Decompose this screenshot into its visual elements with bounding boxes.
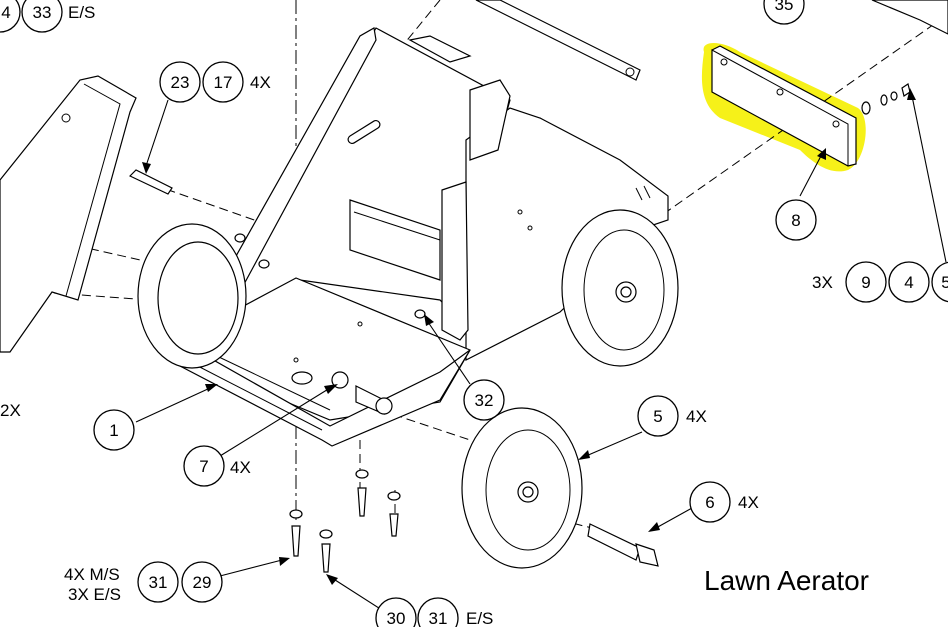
callout-8-number: 8 bbox=[791, 211, 800, 230]
callout-4-right-number: 4 bbox=[904, 273, 913, 292]
bottom-hardware bbox=[289, 469, 401, 573]
callout-23 bbox=[159, 61, 201, 103]
callout-6 bbox=[689, 481, 731, 523]
callout-5-number: 5 bbox=[653, 407, 662, 426]
callout-5 bbox=[637, 395, 679, 437]
label-2x: 2X bbox=[0, 401, 21, 420]
part-8-plate bbox=[711, 45, 857, 167]
top-right-bar bbox=[871, 0, 948, 35]
callout-29-number: 29 bbox=[193, 573, 212, 592]
label-es-bottom: E/S bbox=[466, 609, 493, 627]
front-wheel bbox=[461, 407, 583, 569]
label-3x-9: 3X bbox=[812, 273, 833, 292]
callout-9-number: 9 bbox=[861, 273, 870, 292]
bolt-23 bbox=[128, 169, 173, 195]
label-4x-5: 4X bbox=[686, 407, 707, 426]
callout-4-top-number: 4 bbox=[1, 3, 10, 22]
callout-9 bbox=[845, 261, 887, 303]
callout-30-number: 30 bbox=[387, 609, 406, 627]
diagram-title: Lawn Aerator bbox=[704, 565, 869, 596]
callout-35-number: 35 bbox=[775, 0, 794, 14]
callout-30 bbox=[375, 597, 417, 627]
callout-5-right-number: 5 bbox=[941, 273, 948, 292]
handle-bar bbox=[408, 0, 641, 81]
plate-hardware bbox=[861, 83, 911, 115]
label-es-top: E/S bbox=[68, 3, 95, 22]
left-wheel bbox=[137, 223, 247, 369]
leader-lines bbox=[135, 88, 947, 611]
main-frame bbox=[177, 27, 669, 447]
callout-31-bottom-number: 31 bbox=[429, 609, 448, 627]
callout-23-number: 23 bbox=[171, 73, 190, 92]
quantity-labels: E/S 4X 3X 2X 4X 4X 4X 4X M/S 3X E/S E/S bbox=[0, 3, 833, 627]
callout-7-number: 7 bbox=[199, 457, 208, 476]
callout-17-number: 17 bbox=[214, 73, 233, 92]
callout-32 bbox=[463, 379, 505, 421]
callout-32-number: 32 bbox=[475, 391, 494, 410]
callout-33 bbox=[21, 0, 63, 33]
callout-31-bottom bbox=[417, 597, 459, 627]
label-4x-ms: 4X M/S bbox=[64, 565, 120, 584]
label-4x-6: 4X bbox=[738, 493, 759, 512]
callout-31-left bbox=[137, 561, 179, 603]
label-4x-7: 4X bbox=[230, 458, 251, 477]
left-panel bbox=[0, 75, 137, 353]
callout-8 bbox=[775, 199, 817, 241]
callout-6-number: 6 bbox=[705, 493, 714, 512]
label-3x-es: 3X E/S bbox=[68, 585, 121, 604]
callout-7 bbox=[183, 445, 225, 487]
callout-4-top bbox=[0, 0, 21, 33]
callout-35 bbox=[763, 0, 805, 25]
callout-5-right bbox=[931, 261, 948, 303]
callout-17 bbox=[202, 61, 244, 103]
callout-1 bbox=[93, 409, 135, 451]
label-4x-23: 4X bbox=[250, 73, 271, 92]
right-wheel bbox=[561, 209, 679, 367]
callout-31-left-number: 31 bbox=[149, 573, 168, 592]
callout-33-number: 33 bbox=[33, 3, 52, 22]
callout-1-number: 1 bbox=[109, 421, 118, 440]
callout-4-right bbox=[888, 261, 930, 303]
callout-29 bbox=[181, 561, 223, 603]
axle-bolt bbox=[587, 523, 659, 567]
